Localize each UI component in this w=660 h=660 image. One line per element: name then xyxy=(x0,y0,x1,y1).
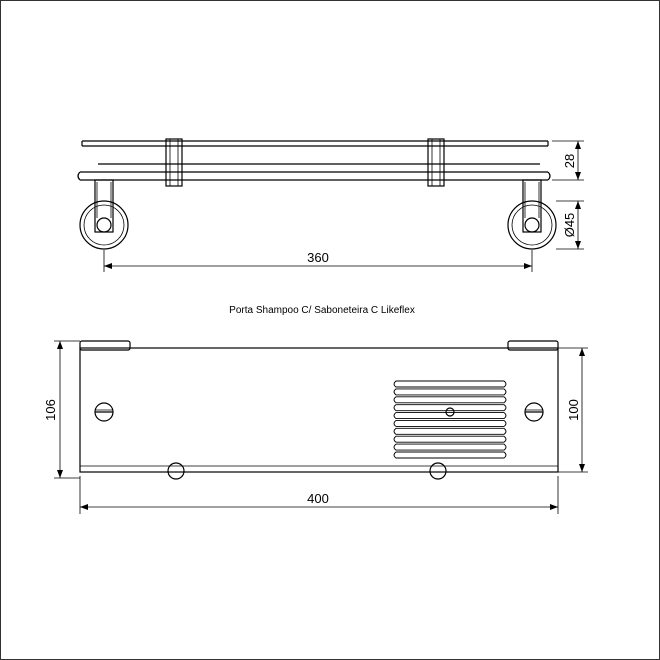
clamp-hole-right xyxy=(429,462,447,480)
wall-bracket-right xyxy=(507,179,557,250)
drawing-caption: Porta Shampoo C/ Saboneteira C Likeflex xyxy=(229,305,415,316)
soap-dish-slat xyxy=(393,388,507,396)
dimension-diameter: Ø45 xyxy=(556,200,584,250)
screw-right xyxy=(524,402,544,422)
dim-label-360: 360 xyxy=(307,250,329,265)
corner-cap-left xyxy=(79,340,131,351)
screw-left xyxy=(94,402,114,422)
soap-dish-slat xyxy=(393,451,507,459)
soap-dish-slat xyxy=(393,435,507,443)
soap-dish-grid xyxy=(393,380,507,459)
soap-dish-slat xyxy=(393,443,507,451)
dim-label-106: 106 xyxy=(43,399,58,421)
dim-label-100: 100 xyxy=(566,399,581,421)
soap-dish-slat xyxy=(393,396,507,404)
soap-dish-slat xyxy=(393,427,507,435)
soap-dish-slat xyxy=(393,404,507,412)
soap-dish-drain xyxy=(445,407,455,417)
dimension-400: 400 xyxy=(79,476,559,514)
dimension-106: 106 xyxy=(43,340,80,479)
dimension-360: 360 xyxy=(103,250,533,272)
dimension-28: 28 xyxy=(552,140,584,181)
clamp-left xyxy=(165,138,183,187)
wall-bracket-left xyxy=(79,179,129,250)
corner-cap-right xyxy=(507,340,559,351)
front-view: 400 106 100 xyxy=(43,340,588,514)
soap-dish-slat xyxy=(393,419,507,427)
clamp-hole-left xyxy=(167,462,185,480)
dim-label-400: 400 xyxy=(307,491,329,506)
soap-dish-slat xyxy=(393,412,507,420)
dimension-100: 100 xyxy=(558,347,588,473)
soap-dish-slat xyxy=(393,380,507,388)
clamp-right xyxy=(427,138,445,187)
dim-label-diameter: Ø45 xyxy=(562,213,577,238)
dim-label-28: 28 xyxy=(562,154,577,168)
top-view: 360 28 Ø45 xyxy=(77,138,584,272)
shelf-plate xyxy=(79,347,559,473)
